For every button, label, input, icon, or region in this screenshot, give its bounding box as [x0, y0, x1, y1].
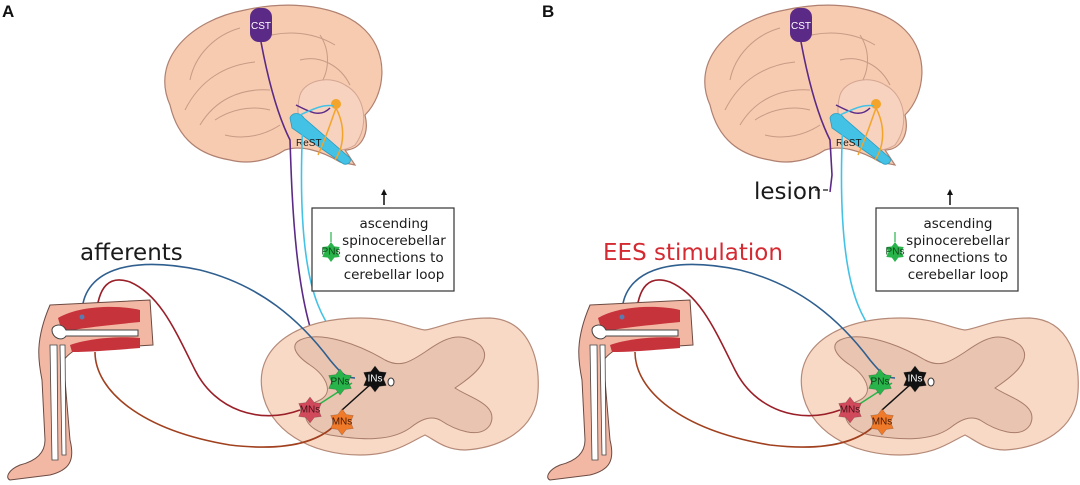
rest-brainstem	[829, 113, 891, 165]
brain-gyrus	[199, 89, 271, 126]
mns-red-cell-body	[838, 396, 862, 424]
rest-brainstem	[289, 113, 351, 165]
legend-line: cerebellar loop	[344, 267, 445, 283]
arrow-head-icon	[947, 189, 953, 195]
hamstring-muscle	[610, 337, 680, 352]
leg	[547, 299, 694, 481]
afferents-label: afferents	[80, 240, 183, 266]
arrow-head-icon	[381, 189, 387, 195]
ins-cell-body	[903, 365, 927, 393]
muscle-spindle-blue	[79, 314, 85, 320]
panel-a: A CST ReST PNs ascendingspinocerebellarconne…	[2, 2, 539, 481]
motor-orange-fiber	[634, 351, 876, 448]
ins-terminal	[387, 377, 395, 387]
hamstring-muscle	[70, 337, 140, 352]
legend-line: spinocerebellar	[906, 233, 1010, 249]
ins-terminal	[927, 377, 935, 387]
cst-region	[790, 8, 812, 42]
rest-label: ReST	[296, 138, 322, 149]
lesion-label: lesion	[754, 179, 822, 205]
femur-bone	[51, 324, 139, 340]
pns-legend-cell	[322, 242, 340, 262]
cst-collateral	[295, 104, 331, 115]
cerebellar-loop-fibers	[857, 107, 884, 161]
rest-label: ReST	[836, 138, 862, 149]
afferent-blue-fiber	[81, 263, 356, 379]
brain: CST ReST	[164, 4, 383, 166]
brain-gyrus	[184, 61, 256, 111]
mns-red-cell-label: MNs	[840, 405, 861, 416]
rest-collateral	[839, 104, 875, 116]
ins-to-mns-connection	[341, 382, 373, 411]
leg	[7, 299, 154, 481]
brain-gyrus	[729, 27, 781, 81]
brain-gyrus	[839, 58, 891, 86]
brain-gyrus	[224, 124, 281, 138]
brain-gyrus	[739, 89, 811, 126]
cst-label: CST	[791, 21, 811, 32]
ins-to-mns-connection	[881, 382, 913, 411]
afferent-red-fiber	[95, 279, 301, 417]
brain-gyrus	[764, 124, 821, 138]
rest-collateral	[299, 104, 335, 116]
brain-gyrus	[189, 27, 241, 81]
mns-red-cell-label: MNs	[300, 405, 321, 416]
ins-cell-label: INs	[908, 374, 923, 385]
cst-label: CST	[251, 21, 271, 32]
brain-gyrus	[299, 58, 351, 86]
spinal-cord	[260, 317, 539, 456]
mns-orange-cell-body	[330, 408, 354, 436]
afferent-blue-fiber	[621, 263, 896, 379]
legend-line: spinocerebellar	[342, 233, 446, 249]
mns-orange-cell-label: MNs	[332, 417, 353, 428]
legend-line: connections to	[908, 250, 1007, 266]
cerebellar-loop-fibers	[317, 107, 344, 161]
femur-bone	[591, 324, 679, 340]
legend-line: connections to	[344, 250, 443, 266]
panel-letter: B	[542, 2, 554, 21]
mns-orange-cell-body	[870, 408, 894, 436]
pns-legend-cell	[886, 242, 904, 262]
legend-line: cerebellar loop	[908, 267, 1009, 283]
cst-collateral	[835, 104, 871, 115]
cerebellar-nucleus	[871, 99, 881, 109]
brain: CST ReST	[704, 4, 923, 166]
mns-orange-cell-label: MNs	[872, 417, 893, 428]
brain-gyrus	[754, 107, 811, 121]
panel-letter: A	[2, 2, 14, 21]
tibia-fibula-bones	[589, 344, 607, 461]
brain-gyrus	[724, 61, 796, 111]
pns-cell-label: PNs	[871, 377, 890, 388]
cst-tract	[800, 41, 833, 193]
pns-cell-label: PNs	[331, 377, 350, 388]
afferent-red-fiber	[635, 279, 841, 417]
spinal-cord	[800, 317, 1079, 456]
legend-line: ascending	[923, 216, 992, 232]
ees-stimulation-label: EES stimulation	[603, 240, 783, 266]
pns-cell-body	[328, 368, 352, 396]
brain-gyrus	[214, 107, 271, 121]
pns-legend-label: PNs	[886, 247, 905, 258]
cst-tract	[260, 41, 321, 356]
cerebellar-nucleus	[331, 99, 341, 109]
pns-cell-body	[868, 368, 892, 396]
ins-cell-body	[363, 365, 387, 393]
ins-cell-label: INs	[368, 374, 383, 385]
cst-region	[250, 8, 272, 42]
quadriceps-muscle	[598, 306, 680, 332]
muscle-spindle-blue	[619, 314, 625, 320]
tibia-fibula-bones	[49, 344, 67, 461]
pns-legend-label: PNs	[322, 247, 341, 258]
legend-line: ascending	[359, 216, 428, 232]
mns-red-cell-body	[298, 396, 322, 424]
motor-orange-fiber	[94, 351, 336, 448]
quadriceps-muscle	[58, 306, 140, 332]
